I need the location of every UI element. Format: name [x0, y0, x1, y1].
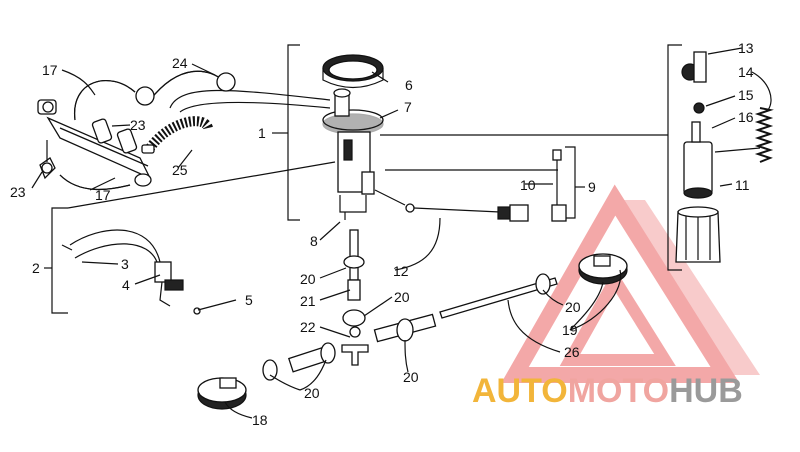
callout-20-far-right: 20: [565, 299, 581, 315]
callout-14: 14: [738, 64, 754, 80]
callout-25: 25: [172, 162, 188, 178]
callout-20-right: 20: [394, 289, 410, 305]
callout-9: 9: [588, 179, 596, 195]
sender-harness-12: [374, 189, 529, 222]
watermark-hub: HUB: [669, 372, 743, 410]
callout-16: 16: [738, 109, 754, 125]
corrugated-hose-25: [141, 116, 213, 154]
callout-23-left: 23: [10, 184, 26, 200]
callout-4: 4: [122, 277, 130, 293]
hose-clamp-24: [135, 72, 236, 106]
wire-harness-2: [61, 229, 201, 315]
pickup-filter-19: [578, 253, 628, 285]
callout-8: 8: [310, 233, 318, 249]
callout-12: 12: [393, 263, 409, 279]
callout-7: 7: [404, 99, 412, 115]
svg-text:AUTOMOTOHUB: AUTOMOTOHUB: [472, 372, 743, 410]
watermark-logo-triangle: [501, 184, 760, 383]
callout-26: 26: [564, 344, 580, 360]
callout-10: 10: [520, 177, 536, 193]
watermark-auto: AUTO: [472, 372, 568, 410]
callout-13: 13: [738, 40, 754, 56]
callout-17-top: 17: [42, 62, 58, 78]
pickup-tube-21: [342, 229, 366, 327]
callout-21: 21: [300, 293, 316, 309]
fuel-pump-right: [675, 51, 774, 263]
watermark-moto: MOTO: [568, 372, 669, 410]
callout-20-lower-right: 20: [403, 369, 419, 385]
callout-numbers: 1 2 3 4 5 6 7 8 9 10 11 12 13 14 15 16 1…: [10, 40, 754, 428]
callout-19: 19: [562, 322, 578, 338]
tee-fitting-22: [262, 313, 437, 381]
callout-15: 15: [738, 87, 754, 103]
callout-3: 3: [121, 256, 129, 272]
callout-23-right: 23: [130, 117, 146, 133]
callout-6: 6: [405, 77, 413, 93]
long-tube-26: [439, 273, 558, 319]
fuel-hoses: [59, 70, 331, 191]
pickup-filter-18: [197, 377, 247, 410]
callout-11: 11: [735, 177, 750, 193]
bracket-lines: [44, 44, 682, 314]
callout-17-bottom: 17: [95, 187, 111, 203]
callout-2: 2: [32, 260, 40, 276]
callout-5: 5: [245, 292, 253, 308]
callout-18: 18: [252, 412, 268, 428]
level-sender-9: [551, 149, 567, 222]
callout-1: 1: [258, 125, 266, 141]
leader-lines: [31, 47, 772, 419]
callout-22: 22: [300, 319, 316, 335]
fuel-pump-module: [322, 54, 384, 220]
fuel-rail-assembly: [37, 99, 152, 187]
callout-24: 24: [172, 55, 188, 71]
watermark-text: AUTOMOTOHUB: [472, 372, 743, 410]
callout-20-bottom: 20: [304, 385, 320, 401]
callout-20-upper: 20: [300, 271, 316, 287]
